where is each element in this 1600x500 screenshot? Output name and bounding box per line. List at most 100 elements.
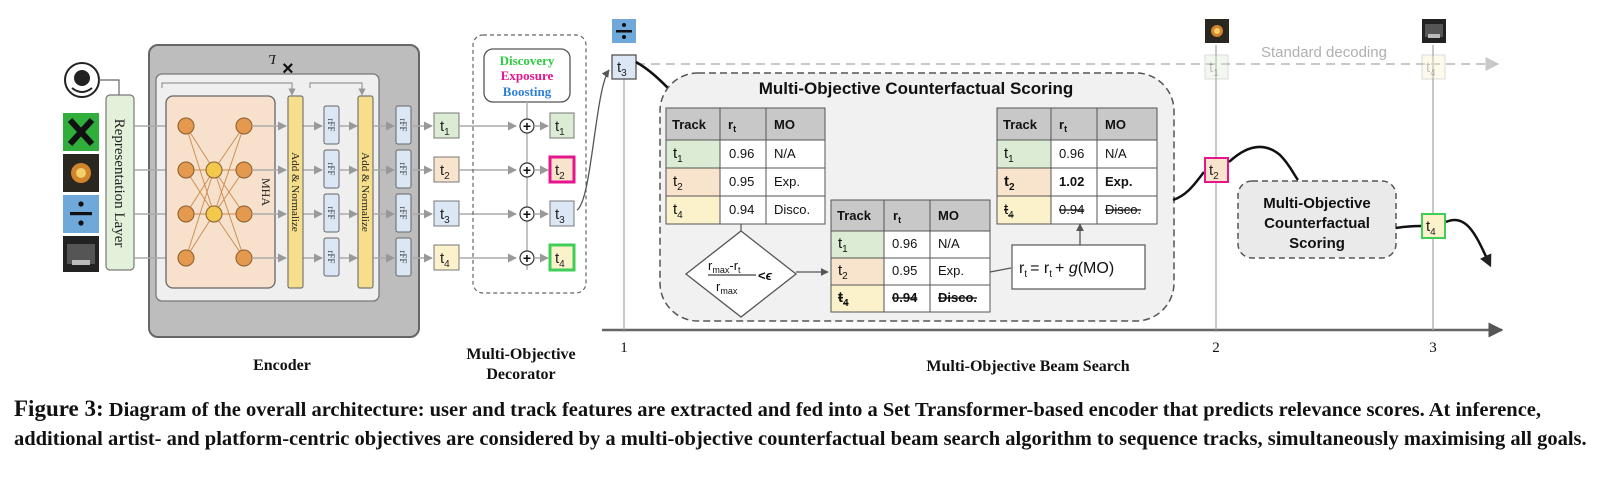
album-cover-divide-icon [612, 19, 636, 43]
svg-text:t4: t4 [555, 250, 565, 270]
svg-text:t1: t1 [440, 118, 450, 138]
svg-text:rt: rt [893, 208, 901, 225]
rff-label: rFF [398, 206, 408, 219]
attention-node [235, 161, 253, 179]
svg-text:t1: t1 [673, 145, 683, 165]
svg-text:rt: rt [728, 117, 736, 134]
beam-path-5 [1445, 218, 1492, 268]
encoder-label: Encoder [253, 357, 311, 374]
svg-text:rt: rt [1059, 117, 1067, 134]
selected-track-step-1: t3 [611, 54, 637, 80]
svg-text:Track: Track [672, 117, 707, 132]
svg-text:MO: MO [938, 208, 959, 223]
add-normalize-1-label: Add & Normalize [289, 152, 301, 232]
encoder-output-tracks: t1 t2 t3 t4 [433, 112, 460, 271]
attention-node [177, 205, 195, 223]
svg-text:t2: t2 [555, 162, 565, 182]
svg-text:1.02: 1.02 [1059, 174, 1084, 189]
svg-text:0.96: 0.96 [1059, 146, 1084, 161]
svg-text:t4: t4 [1426, 59, 1436, 79]
svg-text:Exp.: Exp. [1105, 174, 1132, 189]
decorator-label-line1: Multi-Objective [466, 346, 575, 363]
rff-label: rFF [326, 250, 336, 263]
svg-text:t1: t1 [1209, 59, 1219, 79]
svg-text:0.96: 0.96 [729, 146, 754, 161]
small-scoring-line1: Multi-Objective [1263, 195, 1371, 212]
beam-path-2 [1172, 171, 1205, 202]
add-normalize-1 [287, 95, 304, 289]
svg-text:t1: t1 [555, 118, 565, 138]
threshold-diamond: rmax-rt rmax <ϵ [684, 230, 798, 318]
selected-track-step-2: t2 [1204, 157, 1229, 183]
figure-caption: Figure 3: Diagram of the overall archite… [14, 394, 1590, 454]
svg-text:Disco.: Disco. [1105, 202, 1141, 217]
rff-label: rFF [398, 118, 408, 131]
rff-label: rFF [326, 162, 336, 175]
svg-text:+: + [523, 206, 531, 222]
svg-text:Track: Track [837, 208, 872, 223]
attention-node [177, 161, 195, 179]
add-normalize-2-label: Add & Normalize [359, 152, 371, 232]
small-scoring-line2: Counterfactual [1264, 215, 1370, 232]
album-cover-dark-icon [1422, 19, 1446, 43]
representation-layer [105, 94, 135, 271]
svg-text:N/A: N/A [774, 146, 796, 161]
beam-search-label: Multi-Objective Beam Search [926, 358, 1129, 375]
rff-column-2 [395, 105, 412, 277]
decorated-tracks: t1 t2 t3 t4 [548, 112, 576, 272]
svg-text:0.94: 0.94 [892, 290, 918, 305]
figure-caption-label: Figure 3: [14, 396, 104, 421]
counterfactual-scoring-title: Multi-Objective Counterfactual Scoring [759, 79, 1074, 98]
svg-text:t2: t2 [673, 173, 683, 193]
svg-text:+: + [523, 250, 531, 266]
figure-caption-text: Diagram of the overall architecture: use… [14, 399, 1587, 450]
svg-text:0.95: 0.95 [892, 263, 917, 278]
album-cover-dark-icon [63, 236, 99, 272]
svg-text:t3: t3 [440, 206, 450, 226]
svg-text:Exp.: Exp. [774, 174, 800, 189]
album-cover-fire-icon [1205, 19, 1229, 43]
decorator-block [472, 34, 587, 294]
svg-text:MO: MO [1105, 117, 1126, 132]
beam-path-4 [1395, 224, 1422, 230]
attention-node [235, 249, 253, 267]
svg-text:0.96: 0.96 [892, 236, 917, 251]
representation-layer-label: Representation Layer [111, 119, 127, 248]
svg-text:t2: t2 [1004, 173, 1015, 193]
repeat-symbol: × [282, 58, 294, 80]
score-table-3: Track rt MO t1 0.96 N/A t2 1.02 Exp. t4 … [996, 107, 1158, 225]
objective-exposure: Exposure [501, 68, 554, 83]
svg-text:t2: t2 [1209, 162, 1219, 182]
mha-label: MHA [259, 178, 273, 206]
standard-decoding-label: Standard decoding [1261, 44, 1387, 61]
svg-text:+: + [523, 118, 531, 134]
svg-text:t4: t4 [1004, 201, 1014, 221]
step-2-label: 2 [1212, 340, 1220, 356]
selected-track-step-3: t4 [1421, 213, 1446, 239]
svg-text:t3: t3 [617, 59, 627, 79]
counterfactual-scoring-box-small [1237, 180, 1397, 259]
attention-node [177, 249, 195, 267]
score-formula: rt= rt+ g(MO) [1019, 260, 1114, 280]
svg-text:t4: t4 [1426, 218, 1436, 238]
standard-track-step-3: t4 [1421, 54, 1446, 80]
attention-node [205, 205, 223, 223]
svg-text:t1: t1 [1004, 145, 1014, 165]
svg-text:N/A: N/A [938, 236, 960, 251]
svg-text:t4: t4 [838, 289, 849, 309]
beam-path-3 [1228, 145, 1300, 181]
score-table-2: Track rt MO t1 0.96 N/A t2 0.95 Exp. t4 … [830, 199, 991, 313]
mha-block [165, 95, 276, 289]
svg-text:rmax: rmax [716, 279, 738, 296]
album-cover-x-icon [63, 113, 99, 151]
svg-text:0.94: 0.94 [729, 202, 754, 217]
svg-text:MO: MO [774, 117, 795, 132]
svg-text:t2: t2 [838, 262, 848, 282]
svg-text:t3: t3 [555, 206, 565, 226]
svg-text:rmax-rt: rmax-rt [708, 258, 741, 275]
architecture-diagram: Representation Layer L × [63, 19, 1504, 383]
svg-text:Disco.: Disco. [774, 202, 810, 217]
repeat-count-label: L [268, 51, 277, 66]
decorator-label-line2: Decorator [486, 366, 555, 383]
objective-discovery: Discovery [500, 53, 555, 68]
